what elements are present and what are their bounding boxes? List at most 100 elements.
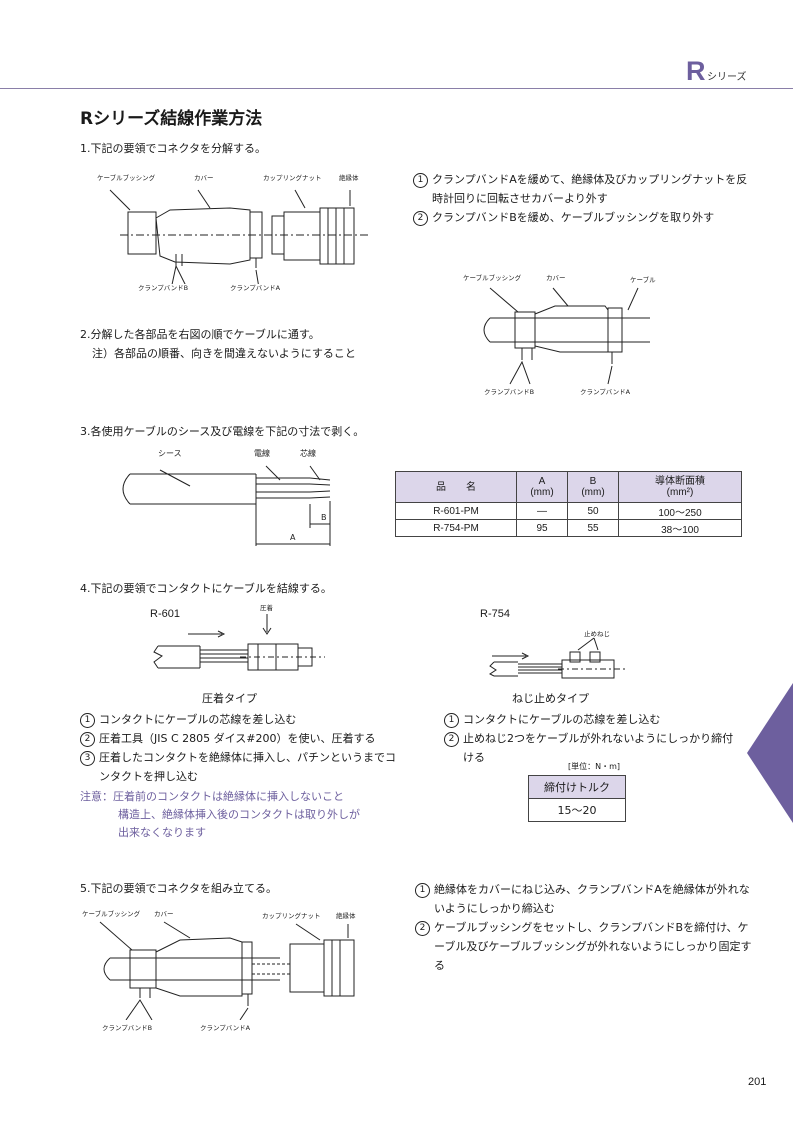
step3-heading: 3.各使用ケーブルのシース及び電線を下記の寸法で剥く。: [80, 425, 365, 438]
screw-type-label: ねじ止めタイプ: [512, 692, 589, 705]
instruction-text: 絶縁体をカバーにねじ込み、クランプバンドAを絶縁体が外れないようにしっかり締込む: [434, 883, 750, 915]
number-marker: 1: [80, 713, 95, 728]
label-screw: 止めねじ: [584, 630, 610, 638]
label-crimp: 圧着: [260, 604, 273, 612]
label-sheath: シース: [158, 449, 182, 458]
caution-label: 注意：: [80, 790, 113, 803]
label-cover: カバー: [194, 174, 214, 182]
col-a-unit: (mm): [530, 487, 554, 498]
screw-diagram: 止めねじ: [482, 626, 632, 686]
header-rule: [0, 88, 793, 89]
torque-value: 15〜20: [528, 798, 626, 822]
cell-a: —: [516, 502, 568, 520]
number-marker: 1: [444, 713, 459, 728]
crimp-type-label: 圧着タイプ: [202, 692, 257, 705]
strip-drawing: [110, 456, 350, 546]
label-insulator: 絶縁体: [339, 174, 359, 182]
cell-b: 50: [567, 502, 619, 520]
number-marker: 2: [444, 732, 459, 747]
step5-instructions: 1 絶縁体をカバーにねじ込み、クランプバンドAを絶縁体が外れないようにしっかり締…: [415, 880, 755, 975]
torque-unit: [単位：N・m]: [568, 762, 621, 771]
instruction-text: コンタクトにケーブルの芯線を差し込む: [99, 713, 297, 726]
page-number: 201: [748, 1076, 767, 1088]
label-nut: カップリングナット: [263, 174, 322, 182]
disassembly-drawing: [80, 180, 380, 284]
crimp-diagram: 圧着: [150, 602, 330, 682]
step3-diagram: シース 電線 芯線 B A: [110, 444, 350, 544]
label-band-a: クランプバンドA: [200, 1024, 251, 1032]
label-core: 芯線: [300, 449, 316, 458]
label-band-b: クランプバンドB: [138, 284, 189, 292]
strip-dimension-table: 品 名 A(mm) B(mm) 導体断面積(mm²) R-601-PM — 50…: [395, 471, 742, 537]
step1-instructions: 1 クランプバンドAを緩めて、絶縁体及びカップリングナットを反時計回りに回転させ…: [413, 170, 753, 227]
table-row: R-601-PM — 50 100〜250: [395, 502, 742, 520]
label-band-a: クランプバンドA: [580, 388, 631, 396]
label-bushing: ケーブルブッシング: [82, 910, 141, 918]
caution-block: 注意：圧着前のコンタクトは絶縁体に挿入しないこと 構造上、絶縁体挿入後のコンタク…: [80, 788, 400, 842]
label-wire: 電線: [254, 449, 270, 458]
instruction-text: 圧着したコンタクトを絶縁体に挿入し、パチンというまでコンタクトを押し込む: [99, 751, 396, 783]
label-cable: ケーブル: [630, 276, 656, 284]
table-header-row: 品 名 A(mm) B(mm) 導体断面積(mm²): [395, 471, 742, 503]
number-marker: 2: [415, 921, 430, 936]
col-b-label: B: [589, 476, 597, 487]
assembly-drawing: [80, 916, 380, 1020]
label-dim-a: A: [290, 533, 296, 542]
crimp-drawing: [150, 612, 330, 682]
cell-a: 95: [516, 519, 568, 537]
crimp-instructions: 1 コンタクトにケーブルの芯線を差し込む 2 圧着工具（JIS C 2805 ダ…: [80, 710, 400, 786]
instruction-item: 1 クランプバンドAを緩めて、絶縁体及びカップリングナットを反時計回りに回転させ…: [413, 170, 753, 208]
routing-drawing: [460, 280, 660, 386]
instruction-text: 止めねじ2つをケーブルが外れないようにしっかり締付ける: [463, 732, 734, 764]
label-bushing: ケーブルブッシング: [97, 174, 156, 182]
instruction-text: クランプバンドBを緩め、ケーブルブッシングを取り外す: [432, 211, 715, 224]
label-cover: カバー: [154, 910, 174, 918]
instruction-item: 2 圧着工具（JIS C 2805 ダイス#200）を使い、圧着する: [80, 729, 400, 748]
instruction-item: 2 ケーブルブッシングをセットし、クランプバンドBを締付け、ケーブル及びケーブル…: [415, 918, 755, 975]
caution-text: 圧着前のコンタクトは絶縁体に挿入しないこと: [113, 790, 344, 803]
screw-drawing: [482, 636, 632, 686]
model-r601: R-601: [150, 608, 180, 620]
col-area-label: 導体断面積: [655, 476, 705, 487]
cell-name: R-754-PM: [395, 519, 517, 537]
screw-instructions: 1 コンタクトにケーブルの芯線を差し込む 2 止めねじ2つをケーブルが外れないよ…: [444, 710, 744, 767]
torque-table: 締付けトルク 15〜20: [528, 775, 626, 822]
step1-heading: 1.下記の要領でコネクタを分解する。: [80, 142, 267, 155]
col-name: 品 名: [395, 471, 517, 503]
caution-line: 構造上、絶縁体挿入後のコンタクトは取り外しが: [118, 808, 360, 821]
number-marker: 1: [413, 173, 428, 188]
series-label: シリーズ: [707, 72, 747, 83]
cell-b: 55: [567, 519, 619, 537]
instruction-text: コンタクトにケーブルの芯線を差し込む: [463, 713, 661, 726]
step5-heading: 5.下記の要領でコネクタを組み立てる。: [80, 882, 278, 895]
number-marker: 2: [413, 211, 428, 226]
step2-note: 注）各部品の順番、向きを間違えないようにすること: [92, 347, 356, 360]
number-marker: 3: [80, 751, 95, 766]
instruction-item: 2 クランプバンドBを緩め、ケーブルブッシングを取り外す: [413, 208, 753, 227]
step1-diagram: ケーブルブッシング カバー カップリングナット 絶縁体 クランプバンドB クラン…: [80, 168, 380, 298]
label-bushing: ケーブルブッシング: [463, 274, 522, 282]
caution-line: 注意：圧着前のコンタクトは絶縁体に挿入しないこと: [80, 788, 400, 806]
label-band-b: クランプバンドB: [102, 1024, 153, 1032]
caution-line: 出来なくなります: [118, 826, 206, 839]
instruction-item: 2 止めねじ2つをケーブルが外れないようにしっかり締付ける: [444, 729, 744, 767]
label-band-b: クランプバンドB: [484, 388, 535, 396]
series-letter: R: [686, 56, 706, 86]
label-insulator: 絶縁体: [336, 912, 356, 920]
torque-header: 締付けトルク: [528, 775, 626, 799]
page-title: Rシリーズ結線作業方法: [80, 109, 263, 129]
instruction-text: クランプバンドAを緩めて、絶縁体及びカップリングナットを反時計回りに回転させカバ…: [432, 173, 748, 205]
label-cover: カバー: [546, 274, 566, 282]
step4-heading: 4.下記の要領でコンタクトにケーブルを結線する。: [80, 582, 332, 595]
col-area-unit: (mm²): [666, 487, 694, 498]
instruction-item: 1 コンタクトにケーブルの芯線を差し込む: [80, 710, 400, 729]
cell-name: R-601-PM: [395, 502, 517, 520]
instruction-item: 1 絶縁体をカバーにねじ込み、クランプバンドAを絶縁体が外れないようにしっかり締…: [415, 880, 755, 918]
step2-heading: 2.分解した各部品を右図の順でケーブルに通す。: [80, 328, 320, 341]
instruction-text: ケーブルブッシングをセットし、クランプバンドBを締付け、ケーブル及びケーブルブッ…: [434, 921, 752, 972]
cell-area: 38〜100: [618, 519, 742, 537]
label-band-a: クランプバンドA: [230, 284, 281, 292]
instruction-text: 圧着工具（JIS C 2805 ダイス#200）を使い、圧着する: [99, 732, 376, 745]
model-r754: R-754: [480, 608, 510, 620]
number-marker: 2: [80, 732, 95, 747]
